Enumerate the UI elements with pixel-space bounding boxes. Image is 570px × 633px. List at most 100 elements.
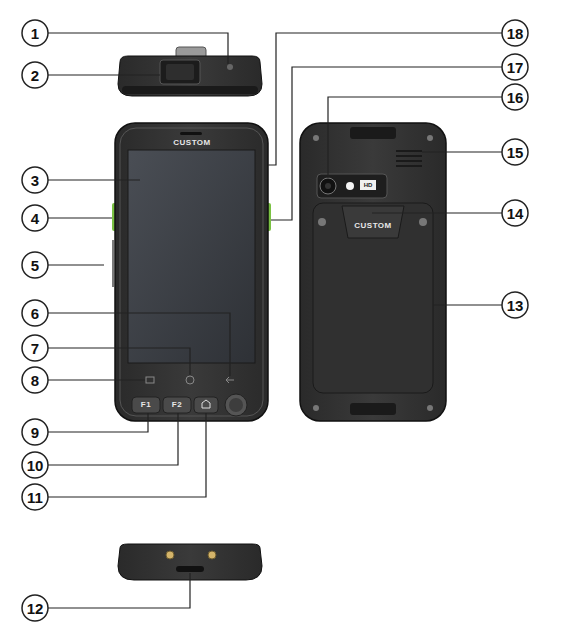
callout-number: 16	[507, 90, 524, 105]
grille-slot	[396, 155, 422, 157]
leader-line	[48, 379, 145, 380]
leader-line	[48, 313, 230, 376]
callout-number: 5	[31, 258, 39, 273]
scan-key-center	[229, 398, 243, 412]
callout-circle	[22, 335, 48, 361]
callout-circles	[22, 20, 528, 621]
callout-circle	[22, 419, 48, 445]
leader-line	[271, 67, 502, 220]
callout-number: 7	[31, 341, 39, 356]
callout-circle	[22, 62, 48, 88]
side-bracket	[112, 240, 113, 287]
menu-key	[146, 377, 154, 383]
brand-logo: CUSTOM	[173, 139, 211, 147]
callout-circle	[502, 54, 528, 80]
cover-screw	[318, 218, 326, 226]
callout-circle	[22, 452, 48, 478]
leader-line	[48, 573, 190, 608]
callout-number: 14	[507, 206, 524, 221]
camera-lens-inner	[325, 183, 331, 189]
leader-line	[48, 264, 104, 265]
callout-circle	[22, 595, 48, 621]
callout-circle	[502, 20, 528, 46]
scanner-window	[160, 60, 200, 84]
screw	[313, 135, 319, 141]
grille-slot	[396, 150, 422, 152]
leader-line	[48, 413, 206, 497]
leader-line	[48, 413, 148, 432]
front-bezel	[120, 128, 263, 416]
top-view-body	[118, 56, 262, 96]
leader-line	[422, 151, 502, 152]
grille-slot	[396, 165, 422, 167]
callout-circle	[502, 84, 528, 110]
hd-badge	[360, 180, 376, 190]
scan-key	[225, 394, 247, 416]
top-view-bumper	[122, 86, 258, 94]
f1-key	[132, 397, 160, 413]
home-icon	[202, 400, 210, 408]
callout-number: 4	[31, 211, 39, 226]
earpiece	[180, 132, 202, 135]
usb-port	[176, 566, 204, 572]
cover-screw	[419, 218, 427, 226]
callout-number: 2	[31, 68, 39, 83]
key-label: F2	[172, 401, 182, 409]
latch-tab	[342, 206, 404, 238]
screw	[313, 405, 319, 411]
front-body	[115, 123, 268, 421]
callout-circle	[22, 484, 48, 510]
leader-line	[433, 304, 502, 305]
back-body	[300, 123, 446, 421]
callout-number: 13	[507, 298, 524, 313]
leader-line	[328, 97, 502, 178]
leader-line	[48, 348, 190, 375]
top-hole	[227, 64, 233, 70]
screw	[427, 405, 433, 411]
callout-circle	[502, 292, 528, 318]
screen	[128, 150, 255, 363]
callout-circle	[502, 139, 528, 165]
callout-circle	[22, 252, 48, 278]
back-key	[226, 377, 234, 383]
callout-number: 1	[31, 26, 39, 41]
callout-number: 9	[31, 425, 39, 440]
callout-number: 8	[31, 373, 39, 388]
home-key	[194, 397, 218, 413]
callout-number: 6	[31, 306, 39, 321]
leader-lines	[48, 33, 502, 608]
leader-line	[48, 74, 160, 75]
leader-line	[372, 212, 502, 213]
flash	[346, 182, 354, 190]
callout-number: 18	[507, 26, 524, 41]
power-key	[186, 376, 194, 384]
grille-slot	[396, 160, 422, 162]
leader-line	[268, 33, 502, 165]
brand-logo: CUSTOM	[354, 222, 392, 230]
badge-text: HD	[364, 182, 373, 188]
callout-number: 12	[27, 601, 44, 616]
pogo-pin	[208, 551, 216, 559]
callout-number: 17	[507, 60, 524, 75]
leader-line	[48, 217, 112, 218]
screw	[427, 135, 433, 141]
bottom-port	[350, 403, 396, 415]
f2-key	[163, 397, 191, 413]
speaker-grille	[396, 150, 422, 167]
camera-lens	[320, 178, 336, 194]
callout-number: 11	[27, 490, 43, 505]
callout-circle	[22, 367, 48, 393]
leader-line	[48, 179, 140, 180]
pogo-pin	[166, 551, 174, 559]
key-label: F1	[141, 401, 151, 409]
callout-circle	[22, 20, 48, 46]
battery-cover	[313, 203, 433, 393]
leader-line	[48, 413, 178, 465]
scanner-glass	[166, 64, 194, 80]
callout-number: 3	[31, 173, 39, 188]
callout-circle	[22, 167, 48, 193]
callout-number: 15	[507, 145, 524, 160]
callout-circle	[22, 300, 48, 326]
